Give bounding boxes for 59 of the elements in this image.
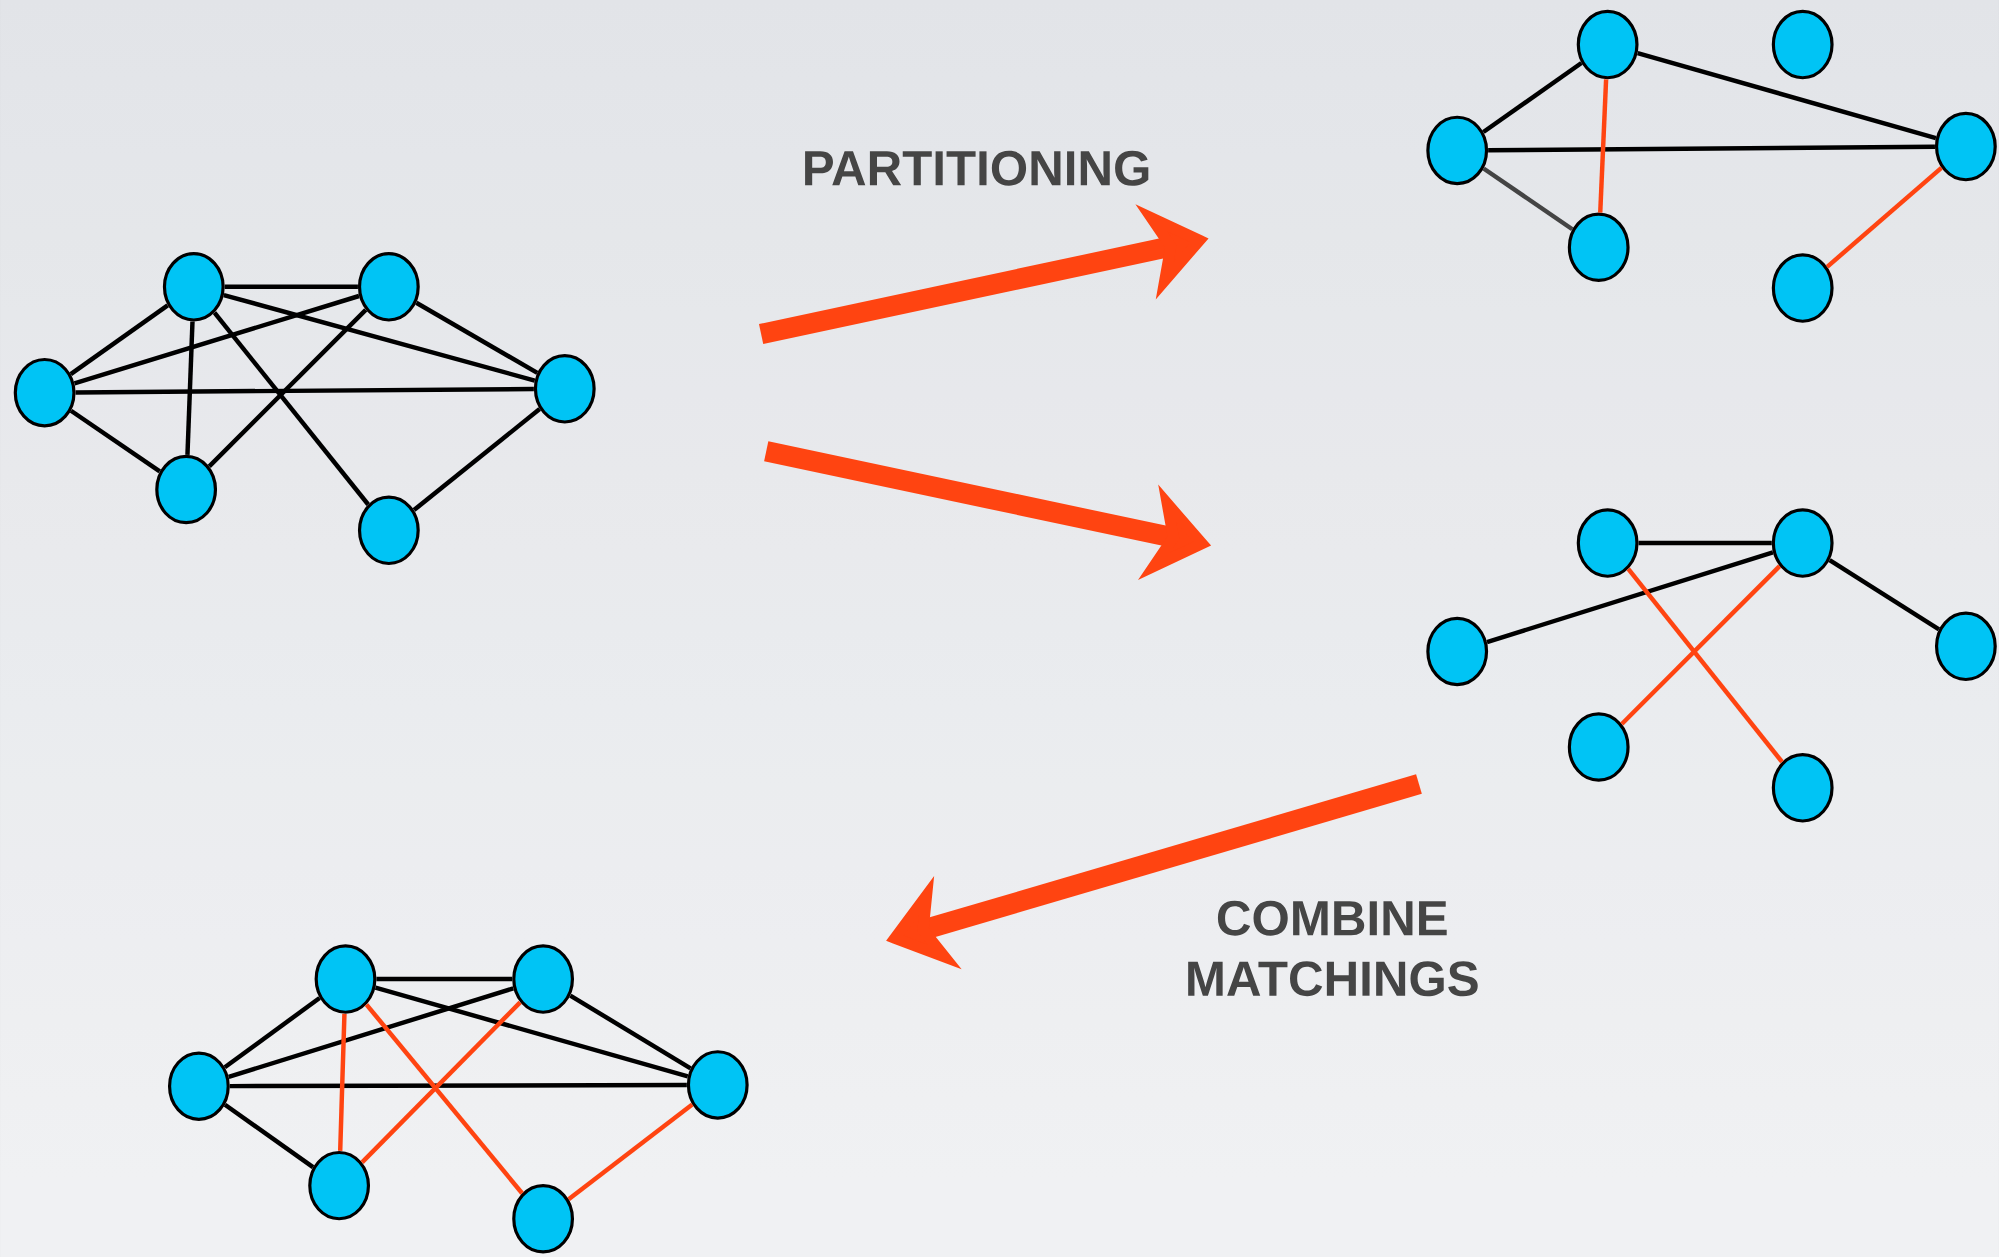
graph-edge — [212, 311, 370, 506]
graph-edge — [1486, 550, 1774, 645]
graph-vertex — [1576, 9, 1639, 80]
graph-vertex — [1771, 9, 1834, 80]
graph-edge — [1598, 79, 1609, 213]
graph-edge — [374, 985, 689, 1079]
graph-vertex — [512, 1184, 575, 1254]
graph-vertex — [1934, 611, 1997, 682]
graph-edge — [1637, 51, 1937, 141]
graph-vertex — [1771, 253, 1834, 323]
graph-edge — [1828, 558, 1941, 632]
graph-edge — [69, 303, 169, 376]
graph-edge — [228, 986, 514, 1080]
graph-edge — [1626, 567, 1784, 764]
graph-vertex — [686, 1050, 749, 1120]
graph-edge — [1825, 166, 1943, 269]
graph-edge — [1482, 61, 1583, 134]
graph-vertex — [1567, 212, 1630, 283]
graph-edge — [75, 386, 534, 395]
graph-vertex — [1567, 712, 1630, 782]
graph-edge — [1638, 540, 1772, 546]
graph-vertex — [512, 944, 575, 1014]
graph-edge — [223, 996, 321, 1070]
step-label: COMBINE MATCHINGS — [1188, 900, 1478, 997]
graph-vertex — [314, 944, 377, 1014]
graph-edge — [364, 1003, 524, 1195]
graph-edge — [567, 1102, 694, 1201]
graph-edge — [376, 976, 513, 982]
graph-vertex — [155, 454, 218, 525]
graph-vertex — [1771, 753, 1834, 823]
graph-edge — [73, 293, 360, 386]
graph-edge — [1620, 564, 1782, 726]
graph-edge — [224, 284, 358, 290]
graph-edge — [69, 408, 161, 474]
graph-vertex — [1426, 115, 1489, 186]
graph-vertex — [533, 354, 596, 424]
graph-vertex — [1576, 508, 1639, 578]
graph-vertex — [13, 357, 76, 428]
graph-vertex — [167, 1051, 230, 1121]
graph-edge — [185, 321, 195, 455]
step-label: PARTITIONING — [805, 150, 1149, 186]
graph-edge — [360, 1000, 522, 1164]
graph-edge — [223, 292, 536, 383]
graph-edge — [223, 1102, 315, 1169]
graph-edge — [1482, 166, 1574, 232]
graph-vertex — [308, 1150, 371, 1221]
graph-edge — [229, 1082, 687, 1089]
graph-vertex — [357, 495, 420, 566]
graph-edge — [337, 1013, 347, 1151]
graph-edge — [415, 300, 539, 375]
graph-edge — [569, 993, 692, 1071]
graph-vertex — [1934, 111, 1997, 182]
graph-vertex — [1771, 508, 1834, 578]
graph-edge — [412, 407, 542, 512]
graph-vertex — [1426, 616, 1489, 687]
graph-edge — [207, 308, 368, 468]
graph-vertex — [357, 252, 420, 322]
graph-edge — [1488, 144, 1935, 153]
graph-vertex — [162, 252, 225, 322]
